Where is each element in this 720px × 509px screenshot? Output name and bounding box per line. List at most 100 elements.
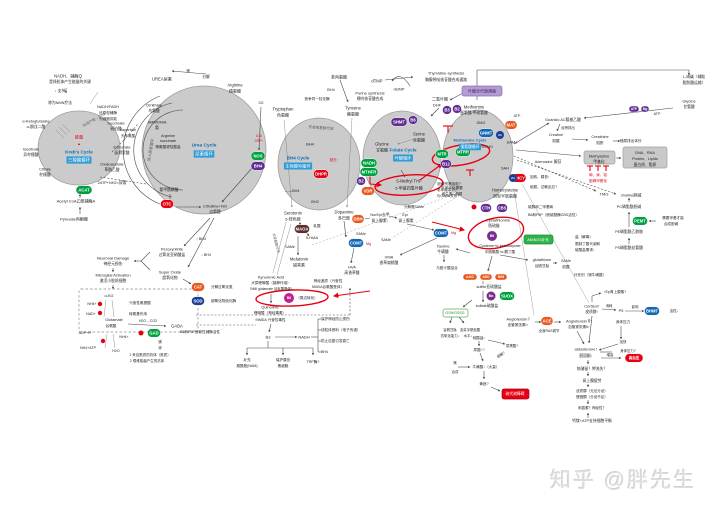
connector-line bbox=[182, 278, 192, 285]
diagram-label: SAMe bbox=[381, 238, 391, 242]
diagram-label: 谷胱甘肽 bbox=[535, 263, 550, 268]
label-text: Methylation bbox=[589, 154, 609, 159]
label-text: Microglial Activation bbox=[95, 273, 130, 278]
label-text: 分解 bbox=[202, 74, 210, 79]
diagram-label: NADH bbox=[298, 335, 309, 340]
connector-line bbox=[513, 189, 535, 316]
label-text: SAMe bbox=[381, 238, 391, 242]
diagram-label: Urea Cycle bbox=[192, 143, 217, 149]
connector-line bbox=[384, 76, 414, 81]
label-text: 神经元损伤 bbox=[104, 261, 123, 266]
diagram-label: Angiotensin Ⅱ↑ bbox=[566, 319, 592, 324]
badge-label: CAT bbox=[194, 285, 203, 290]
diagram-label: 全身RAS调节 bbox=[539, 328, 560, 333]
label-text: Glutamate bbox=[105, 318, 123, 322]
diagram-label: 水平↓ bbox=[464, 333, 473, 338]
label-text: 牛磺酸↑（大量） bbox=[473, 364, 500, 369]
diagram-label: B6和P5P（胱硫醚酶CBS活性） bbox=[528, 212, 579, 217]
connector-line bbox=[556, 123, 561, 132]
label-text: GSH/GSSG bbox=[445, 311, 464, 315]
diagram-label: 盐（解毒） bbox=[575, 234, 593, 239]
diagram-label: 草酰乙酸 bbox=[104, 167, 119, 172]
mthfr-badge: MTHFR bbox=[359, 167, 379, 177]
label-text: BH2 bbox=[311, 200, 318, 204]
connector-line bbox=[576, 330, 585, 345]
diagram-label: 合成胆碱 bbox=[664, 221, 679, 226]
diagram-label: Dopamine bbox=[334, 210, 354, 215]
badge-label: BH4 bbox=[254, 164, 263, 169]
diagram-label: 精氨酸 bbox=[229, 88, 241, 94]
diagram-label: 酪氨酸 bbox=[347, 111, 359, 117]
label-text: 色氨酸 bbox=[277, 112, 289, 118]
red-highlight-ellipse bbox=[374, 174, 444, 196]
diagram-label: 肌酸 bbox=[562, 264, 570, 269]
label-text: 增高 bbox=[607, 352, 614, 357]
badge-label: GAD bbox=[149, 331, 158, 336]
badge-pill bbox=[360, 158, 378, 168]
diagram-label: TMG bbox=[600, 192, 609, 197]
diagram-label: SAMe bbox=[507, 140, 519, 145]
connector-line bbox=[140, 251, 151, 262]
badge-pill bbox=[435, 149, 449, 159]
label-text: （NMl glutamate 谷氨酸受体） bbox=[248, 286, 295, 291]
badge-pill bbox=[250, 151, 266, 161]
dbh-badge: DBH bbox=[351, 214, 365, 224]
label-text: 还原型辅酶 bbox=[99, 110, 117, 115]
connector-line bbox=[140, 260, 151, 271]
diagram-label: （周边转化） bbox=[296, 295, 318, 300]
label-text: 三羧酸循环 bbox=[68, 157, 91, 164]
diagram-label: 苯丙氨酸 bbox=[331, 74, 347, 80]
label-text: 芳香氨基酸代谢 bbox=[308, 124, 334, 131]
cycle-circle bbox=[141, 85, 267, 215]
label-text: ↓ BH4 bbox=[201, 253, 211, 257]
diagram-label: succinate bbox=[160, 139, 176, 143]
label-text: 脂肪酸运输） bbox=[683, 80, 706, 85]
diagram-label: ↑NMDA 兴奋性毒性 bbox=[254, 317, 286, 322]
diagram-label: 超氧化物 bbox=[162, 275, 177, 280]
label-text: 尿素循环 bbox=[195, 151, 213, 158]
diagram-label: 需要甲基才能 bbox=[662, 215, 684, 220]
dot bbox=[486, 291, 496, 301]
diagram-label: 谷胱甘肽 bbox=[443, 327, 457, 332]
connector-line bbox=[571, 138, 589, 142]
diagram-label: 醛固酮（分泌不足） bbox=[576, 394, 608, 399]
diagram-label: 瓜氨酸 bbox=[209, 209, 221, 214]
label-text: DNA、RNA bbox=[635, 151, 655, 155]
cycle-circle bbox=[277, 117, 361, 211]
label-text: 醛固酮（分泌不足） bbox=[576, 394, 608, 399]
badge-label: B2 bbox=[454, 107, 460, 112]
diagram-label: NMDA谷氨酸受体） bbox=[312, 284, 344, 289]
label-text: 尿黑酸? bbox=[506, 343, 518, 348]
label-text: P5 bbox=[619, 309, 624, 313]
label-text: Cysteine+α-ketobutyrate bbox=[479, 244, 520, 248]
label-text: 超氧化物歧化酶 bbox=[211, 298, 237, 303]
diagram-label: ▲ bbox=[77, 142, 81, 146]
label-text: aldosterone↑ bbox=[575, 347, 598, 352]
diagram-label: 5-Methyl THF bbox=[396, 179, 422, 184]
label-text: 丝氨酸 bbox=[413, 137, 425, 143]
label-text: Pyruvate丙酮酸 bbox=[60, 216, 88, 222]
diagram-label: 为细胞供能 bbox=[99, 116, 117, 121]
label-text: 抗氧化能力↓ bbox=[441, 333, 460, 338]
diagram-label: 硫醇和二甲基砜 bbox=[528, 204, 554, 209]
label-text: 分解需SAMe bbox=[404, 204, 424, 209]
label-text: VMA bbox=[385, 255, 394, 260]
label-text: 水平↓ bbox=[464, 333, 473, 338]
label-text: 兴奋性氨基酸 bbox=[129, 300, 151, 305]
diagram-label: 半胱氨酸+α-酮丁酸 bbox=[485, 249, 516, 254]
label-text: Arginine bbox=[161, 134, 175, 138]
label-text: 胱硫醚 bbox=[488, 223, 500, 228]
diagram-label: 醛固酮↑ bbox=[579, 353, 592, 358]
diagram-label: BH4 bbox=[306, 142, 315, 147]
red-annotation-line bbox=[332, 290, 371, 299]
nos-badge: NOS bbox=[250, 151, 266, 161]
label-text: 活性↓ bbox=[670, 308, 679, 313]
diagram-label: Epi bbox=[402, 213, 408, 217]
label-text: 随尿排出体外 bbox=[620, 138, 642, 143]
label-text: Melatonin bbox=[290, 257, 309, 262]
badge-label: MAT bbox=[507, 123, 516, 128]
connector-line bbox=[455, 248, 471, 254]
badge-label: MTRR bbox=[457, 150, 469, 155]
label-text: Citrate bbox=[39, 167, 52, 172]
